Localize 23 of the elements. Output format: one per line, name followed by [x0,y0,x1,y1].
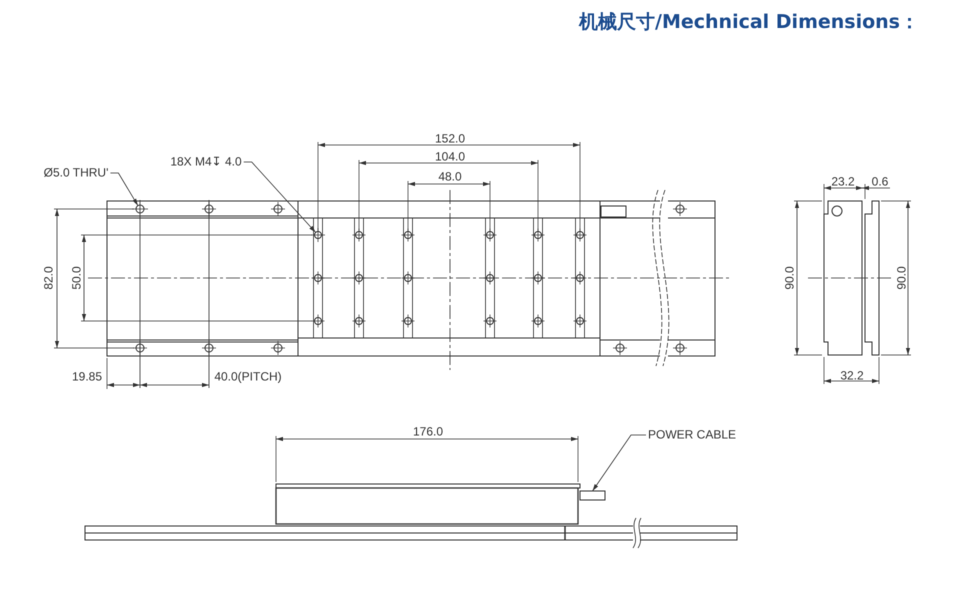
dimension-text: 104.0 [434,150,466,164]
dimension-text: 176.0 [412,426,444,438]
leader-line [592,434,646,492]
dimension-text: 82.0 [42,266,56,290]
mounting-hole [314,231,322,239]
dimension-text: 50.0 [70,266,84,290]
leader-line [243,162,316,233]
dimension-text: 0.6 [872,176,888,188]
callout-text: POWER CABLE [648,428,736,442]
mounting-hole [136,204,144,214]
callout-text: 18X M4↧ 4.0 [170,156,242,168]
title: 机械尺寸/Mechnical Dimensions： [579,10,919,34]
dimension-text: 19.85 [72,370,102,384]
dimension-text: 48.0 [438,170,462,184]
dimension-text: 23.2 [831,176,855,188]
dimension-text: 90.0 [784,266,796,290]
dimension-text: 40.0(PITCH) [214,370,282,384]
leader-line [110,172,138,206]
dimension-text: 90.0 [896,266,908,290]
cable-connector [580,490,606,500]
callout-text: Ø5.0 THRU' [44,166,108,180]
dimension-text: 32.2 [840,370,864,382]
dimension-text: 152.0 [434,132,466,146]
